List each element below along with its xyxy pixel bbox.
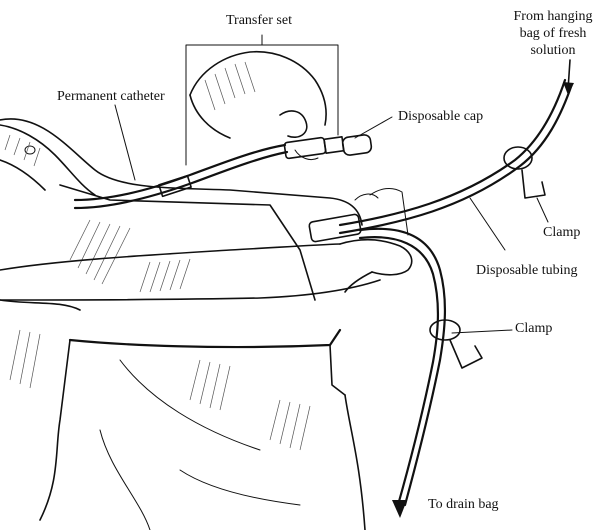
label-from-hanging-bag: From hanging bag of fresh solution (508, 8, 598, 59)
lower-hand (0, 187, 413, 301)
transfer-set-bracket (185, 34, 339, 166)
label-transfer-set: Transfer set (226, 13, 292, 28)
label-to-drain-bag: To drain bag (428, 497, 499, 512)
label-permanent-catheter: Permanent catheter (57, 89, 165, 104)
down-arrow-icon (392, 500, 407, 518)
leader-lines (114, 104, 549, 334)
label-from-hanging-line1: From hanging (513, 9, 593, 24)
label-from-hanging-line2: bag of fresh (519, 26, 587, 41)
label-disposable-tubing: Disposable tubing (476, 263, 578, 278)
label-from-hanging-line3: solution (530, 43, 576, 58)
label-clamp-upper: Clamp (543, 225, 581, 240)
label-clamp-lower: Clamp (515, 321, 553, 336)
left-forearm (0, 124, 96, 196)
upper-hand (189, 50, 327, 161)
catheter-tubing (73, 134, 373, 210)
torso-outline (0, 118, 366, 530)
flow-arrows (392, 59, 574, 518)
disposable-tubing-system (308, 78, 574, 507)
label-disposable-cap: Disposable cap (398, 109, 484, 124)
